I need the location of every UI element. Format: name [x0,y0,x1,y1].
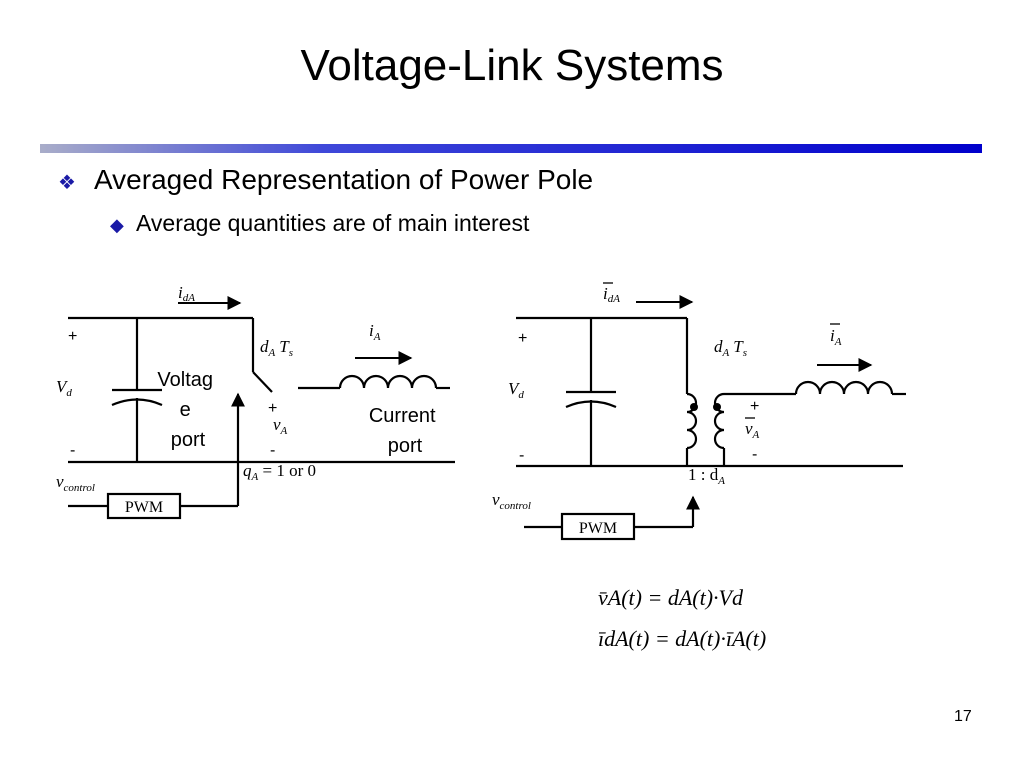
page-number: 17 [954,708,972,725]
right-inductor [794,380,894,395]
left-vA-minus-label: - [270,442,275,459]
diamond-sub-bullet-icon: ◆ [110,215,124,235]
switching-function-label: qA = 1 or 0 [243,461,316,483]
left-iA-label: iA [369,321,381,343]
right-plus-label: + [518,330,527,347]
left-minus-label: - [70,442,75,459]
right-vA-label: vA [745,419,760,441]
right-vA-minus-label: - [752,446,757,463]
bullet-level1-text: Averaged Representation of Power Pole [94,164,594,195]
left-plus-label: + [68,328,77,345]
right-vcontrol-label: vcontrol [492,490,531,512]
averaged-equations: v̄A(t) = dA(t)·Vd īdA(t) = dA(t)·īA(t) [598,585,766,651]
current-port-label: Current port [369,405,441,457]
left-vd-label: Vd [56,377,72,399]
right-circuit [516,316,906,541]
diamond-bullet-icon: ❖ [58,172,76,194]
left-idA-label: idA [178,283,195,304]
bullet-level2: ◆ Average quantities are of main interes… [110,210,529,237]
right-iA-label: iA [830,326,842,348]
left-switch-blade [252,371,273,393]
right-xfmr-secondary-dot [713,403,721,411]
left-vcontrol-label: vcontrol [56,472,95,494]
right-vA-plus-label: + [750,398,759,415]
title-rule [40,144,982,153]
right-minus-label: - [519,447,524,464]
right-xfmr-primary-dot [690,403,698,411]
left-vA-label: vA [273,415,288,437]
left-vA-plus-label: + [268,400,277,417]
left-circuit [68,316,455,520]
transformer-ratio-label: 1 : dA [688,465,725,487]
slide-title: Voltage-Link Systems [300,41,724,90]
right-idA-label: idA [603,284,620,305]
right-pwm-label: PWM [579,520,617,537]
bullet-level2-text: Average quantities are of main interest [136,210,530,236]
equation-va: v̄A(t) = dA(t)·Vd [598,585,744,610]
left-inductor [338,374,438,389]
left-pwm-label: PWM [125,499,163,516]
bullet-level1: ❖ Averaged Representation of Power Pole [58,164,593,196]
equation-ida: īdA(t) = dA(t)·īA(t) [598,626,766,651]
right-xfmr-secondary-coil [713,392,725,450]
voltage-port-label: Voltag e port [157,369,218,451]
right-xfmr-primary-coil [686,392,698,450]
right-vd-label: Vd [508,379,524,401]
